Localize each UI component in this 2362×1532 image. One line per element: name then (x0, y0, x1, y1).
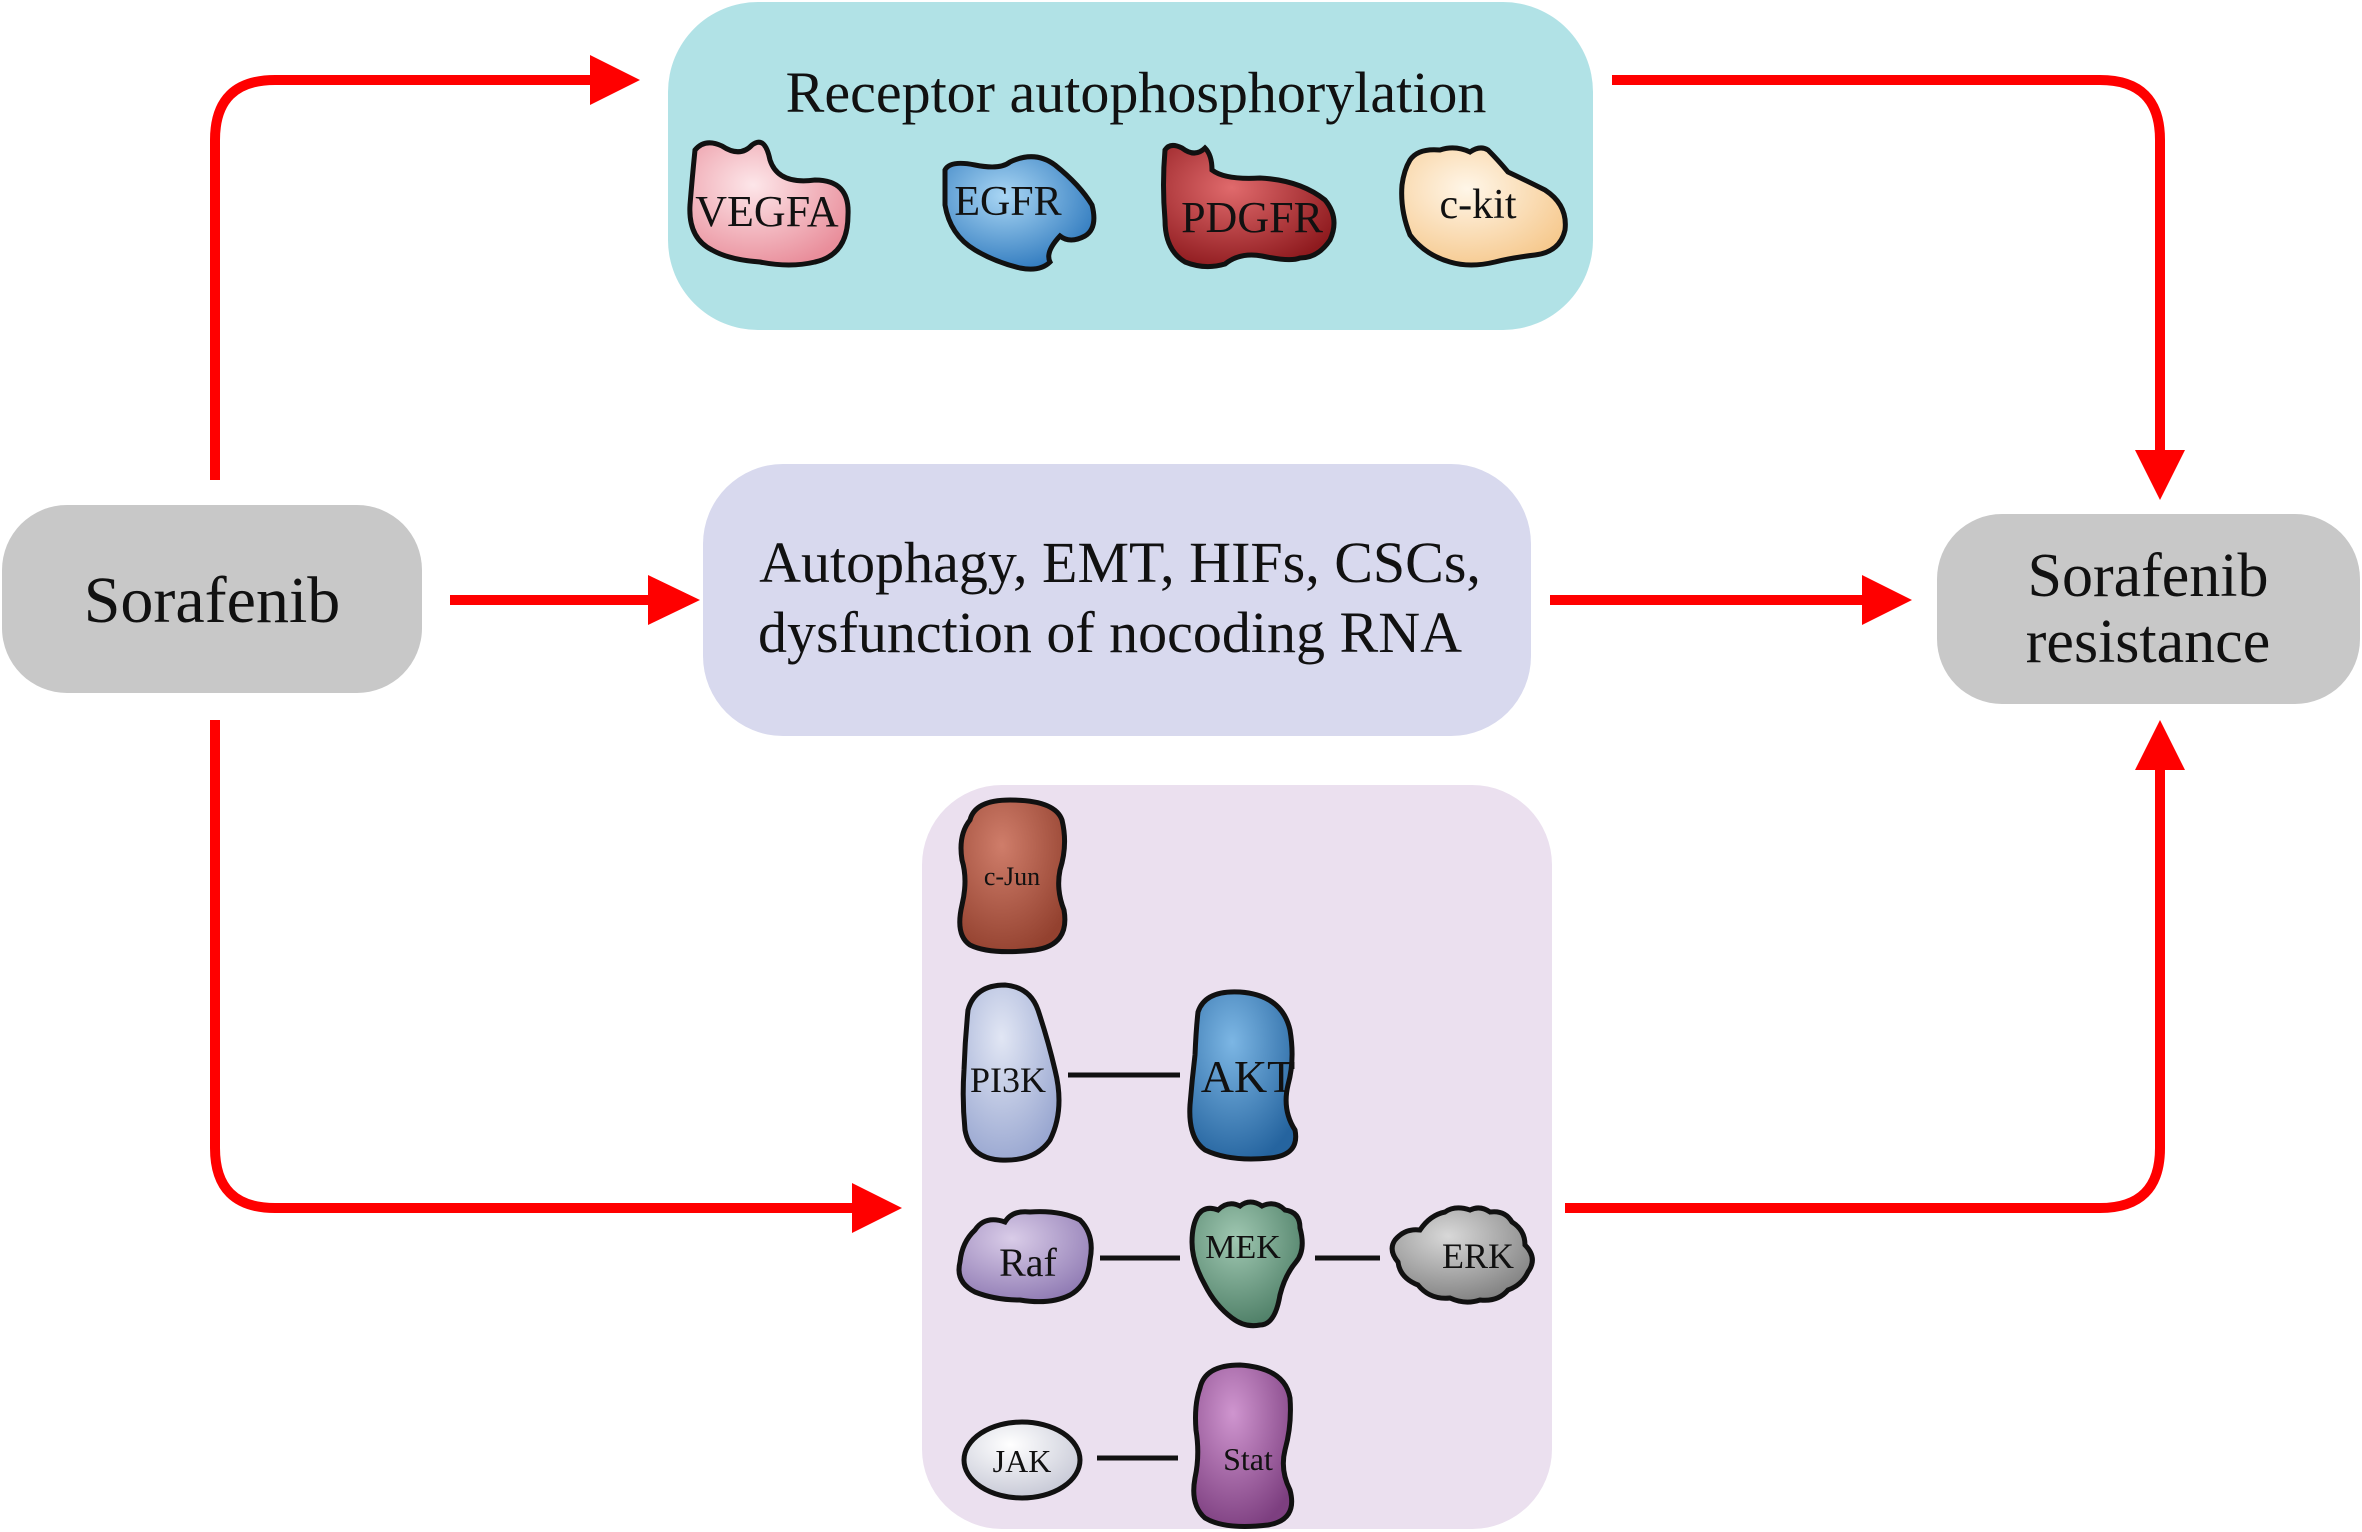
vegfa-protein (687, 139, 851, 268)
egfr-protein (942, 154, 1097, 272)
arrow-to-receptor (210, 75, 595, 480)
pdgfr-protein (1161, 142, 1337, 270)
raf-protein (956, 1209, 1094, 1305)
sorafenib-node (2, 505, 422, 693)
resistance-label-line1: Sorafenib (2027, 542, 2268, 610)
raf-label: Raf (999, 1240, 1057, 1285)
jak-label: JAK (993, 1443, 1052, 1479)
resistance-node (1937, 514, 2360, 704)
arrowhead-pathway (852, 1183, 902, 1233)
receptor-title: Receptor autophosphorylation (786, 60, 1487, 125)
akt-label: AKT (1201, 1051, 1296, 1102)
akt-protein (1187, 989, 1299, 1162)
arrowhead-resistance-top (2135, 450, 2185, 500)
arrowhead-resistance-bottom (2135, 720, 2185, 770)
vegfa-label: VEGFA (695, 187, 839, 236)
mek-label: MEK (1205, 1229, 1281, 1266)
erk-protein (1389, 1205, 1535, 1305)
stat-protein (1191, 1362, 1295, 1529)
arrowhead-resistance-mid (1862, 575, 1912, 625)
stat-label: Stat (1223, 1441, 1273, 1477)
cjun-protein (957, 797, 1068, 955)
arrowhead-middle (648, 575, 700, 625)
sorafenib-label: Sorafenib (84, 564, 341, 637)
middle-box (703, 464, 1531, 736)
arrow-to-pathway (210, 720, 860, 1213)
mek-protein (1189, 1199, 1305, 1329)
middle-line2: dysfunction of nocoding RNA (758, 600, 1462, 665)
pathway-connectors (1068, 1072, 1380, 1461)
pdgfr-label: PDGFR (1181, 193, 1323, 242)
arrow-receptor-to-resistance (1612, 75, 2165, 455)
arrow-pathway-to-resistance (1565, 768, 2165, 1213)
arrowhead-receptor (590, 55, 640, 105)
egfr-label: EGFR (954, 179, 1061, 225)
ckit-protein (1399, 145, 1568, 268)
ckit-label: c-kit (1440, 182, 1517, 228)
receptor-box (668, 2, 1593, 330)
jak-protein (961, 1419, 1083, 1501)
erk-label: ERK (1442, 1236, 1514, 1276)
cjun-label: c-Jun (984, 862, 1040, 891)
pi3k-label: PI3K (970, 1060, 1046, 1100)
pi3k-protein (960, 982, 1062, 1163)
arrows (210, 75, 2165, 1213)
resistance-label-line2: resistance (2026, 608, 2270, 676)
middle-line1: Autophagy, EMT, HIFs, CSCs, (759, 530, 1481, 595)
arrowheads (590, 55, 2185, 1233)
